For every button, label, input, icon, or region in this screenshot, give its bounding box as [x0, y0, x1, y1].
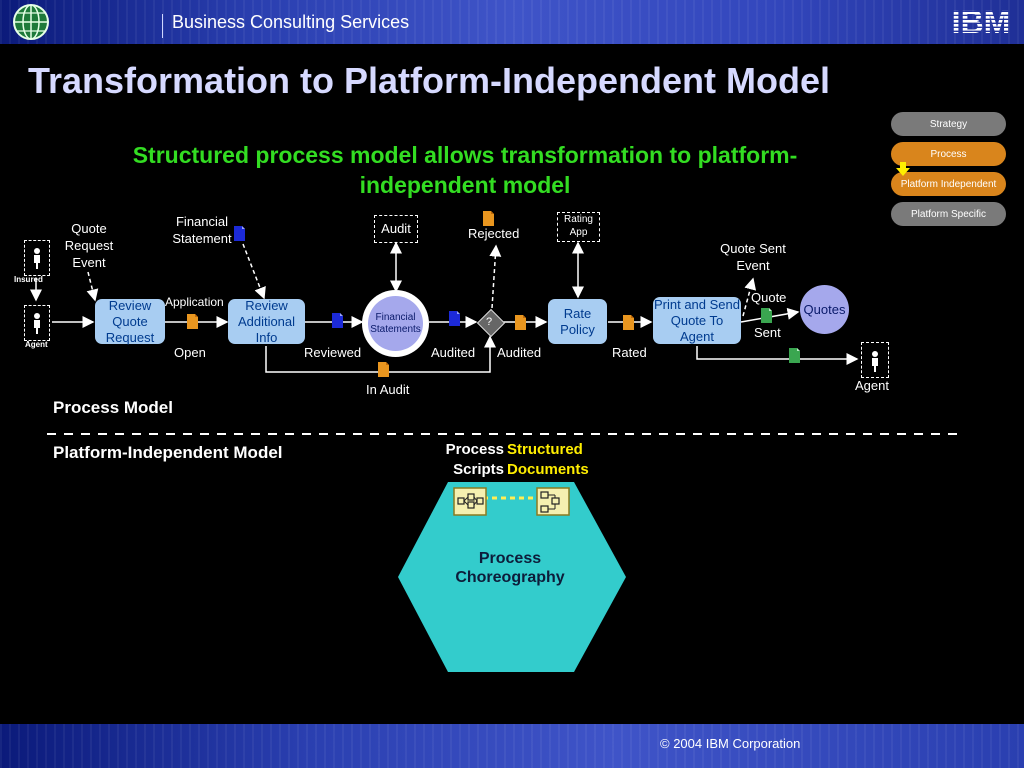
audited-label-2: Audited: [497, 345, 542, 360]
quote-label: Quote: [751, 290, 787, 305]
document-icon-orange: [515, 315, 526, 330]
rejected-label: Rejected: [468, 226, 520, 241]
review-additional-info-task[interactable]: Review Additional Info: [228, 298, 305, 345]
process-model-heading: Process Model: [53, 398, 173, 417]
person-icon: [872, 351, 878, 372]
process-choreography-label: Process Choreography: [455, 550, 565, 586]
footer-texture: [0, 724, 1024, 768]
quotes-store: Quotes: [800, 285, 849, 334]
globe-icon: [13, 4, 49, 40]
audit-box: Audit: [374, 215, 418, 243]
structured-documents-label: Structured Documents: [507, 441, 589, 478]
audited-label-1: Audited: [431, 345, 476, 360]
document-icon-orange: [483, 211, 494, 226]
financial-statements-ring: Financial Statements: [362, 290, 429, 357]
review-quote-request-task[interactable]: Review Quote Request: [95, 298, 165, 345]
decision-label: ?: [486, 316, 493, 328]
document-icon-blue: [234, 226, 245, 241]
person-icon: [34, 248, 40, 269]
document-icon-orange: [623, 315, 634, 330]
reviewed-label: Reviewed: [304, 345, 362, 360]
copyright-text: © 2004 IBM Corporation: [660, 736, 801, 751]
slide-title: Transformation to Platform-Independent M…: [28, 60, 831, 101]
insured-actor: [24, 240, 50, 276]
stage-strategy: Strategy: [891, 112, 1006, 136]
quote-request-event-label: Quote Request Event: [64, 221, 114, 270]
slide-subtitle: Structured process model allows transfor…: [132, 142, 798, 198]
rated-label: Rated: [612, 345, 647, 360]
document-icon-blue: [449, 311, 460, 326]
pim-heading: Platform-Independent Model: [53, 443, 283, 462]
agent-actor-left: [24, 305, 50, 341]
financial-statements-store: Financial Statements: [368, 296, 423, 351]
print-send-quote-task[interactable]: Print and Send Quote To Agent: [653, 296, 741, 344]
application-label: Application: [165, 295, 224, 309]
document-icon-blue: [332, 313, 343, 328]
agent-actor-right: [861, 342, 889, 378]
header-texture: [0, 0, 1024, 44]
svg-text:IBM: IBM: [952, 4, 1011, 38]
stage-process: Process: [891, 142, 1006, 166]
financial-statement-label: Financial Statement: [172, 214, 232, 246]
ibm-logo: IBM: [952, 4, 1011, 38]
person-icon: [34, 313, 40, 334]
stage-platform-independent: Platform Independent: [891, 172, 1006, 196]
process-scripts-label: Process Scripts: [445, 441, 504, 478]
agent-label: Agent: [855, 378, 889, 393]
in-audit-label: In Audit: [366, 382, 410, 397]
process-choreography-hexagon: [398, 482, 626, 672]
footer-bar: © 2004 IBM Corporation: [0, 724, 1024, 768]
stage-platform-specific: Platform Specific: [891, 202, 1006, 226]
document-icon-green: [789, 348, 800, 363]
agent-small-label: Agent: [25, 340, 48, 349]
document-icon-orange: [378, 362, 389, 377]
sent-label: Sent: [754, 325, 781, 340]
rating-app-box: Rating App: [557, 212, 600, 242]
down-arrow-icon: [896, 162, 910, 176]
insured-label: Insured: [14, 275, 43, 284]
open-label: Open: [174, 345, 206, 360]
process-script-icon: [453, 487, 487, 516]
header-bar: Business Consulting Services IBM: [0, 0, 1024, 44]
header-divider: [162, 14, 163, 38]
document-icon-green: [761, 308, 772, 323]
document-icon-orange: [187, 314, 198, 329]
structured-document-icon: [536, 487, 570, 516]
quote-sent-event-label: Quote Sent Event: [720, 241, 786, 273]
header-title: Business Consulting Services: [172, 12, 410, 32]
rate-policy-task[interactable]: Rate Policy: [548, 299, 607, 344]
